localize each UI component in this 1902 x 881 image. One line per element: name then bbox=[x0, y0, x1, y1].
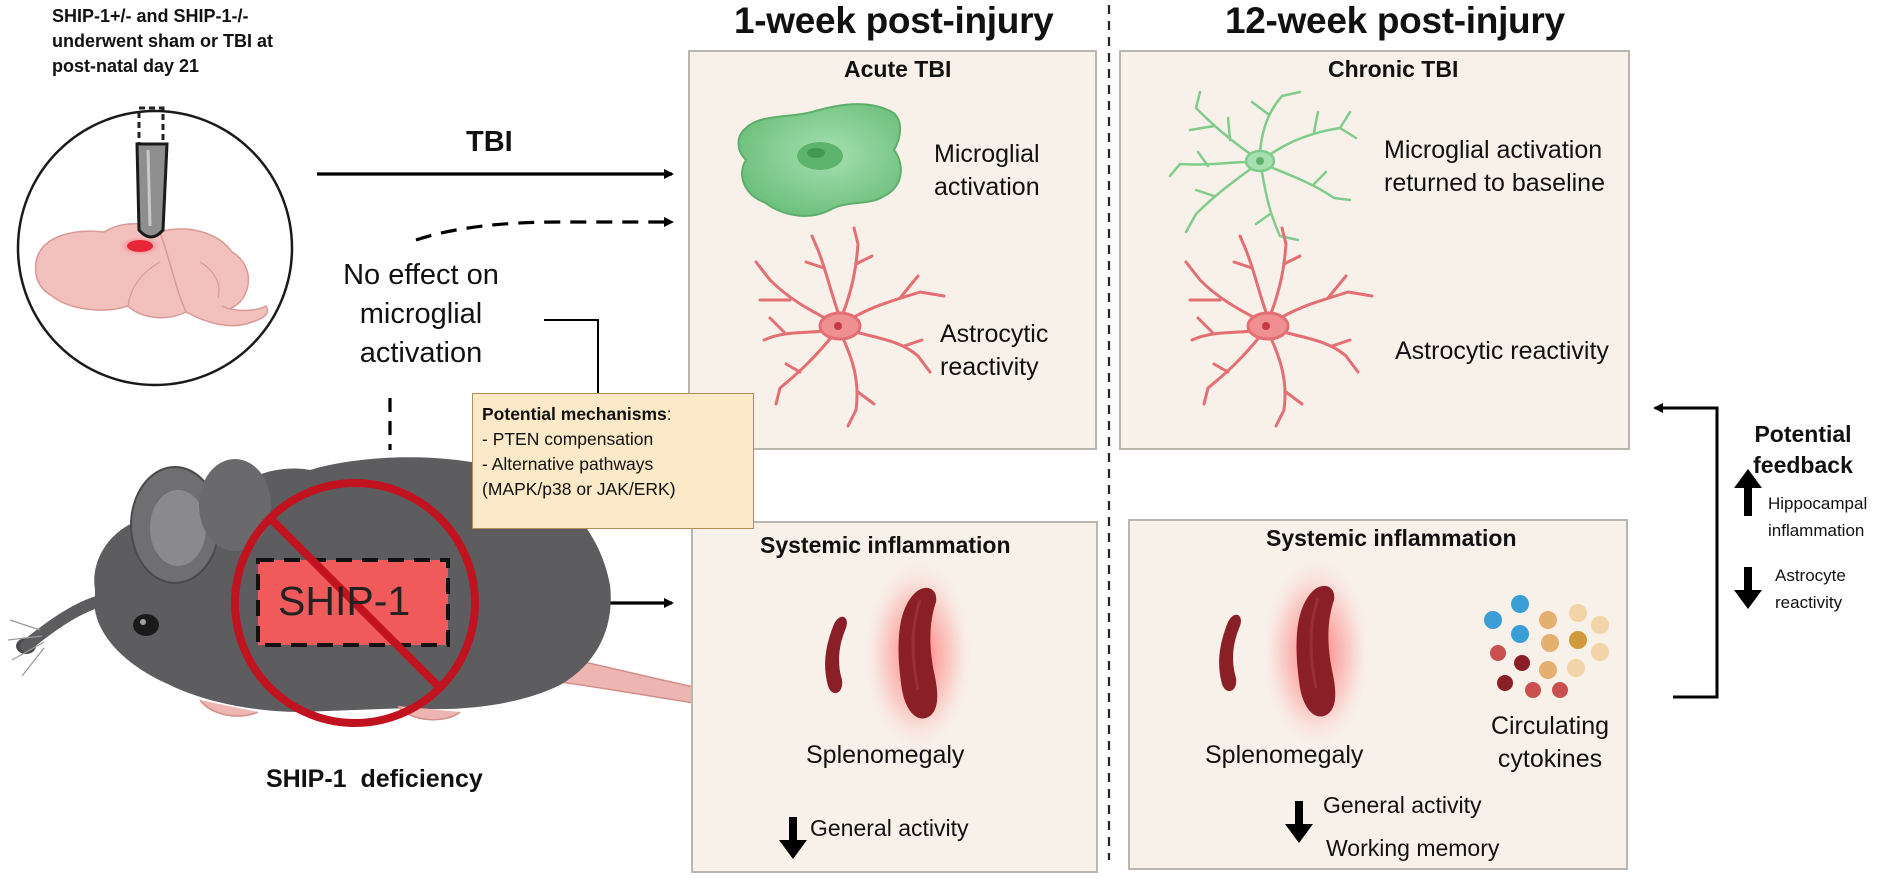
heading-12-week: 12-week post-injury bbox=[1225, 0, 1565, 41]
spleen-illustration-12week bbox=[1219, 551, 1374, 755]
astrocyte-line-1: Astrocyte bbox=[1775, 566, 1846, 585]
acute-tbi-panel bbox=[688, 50, 1097, 450]
chronic-microglia-line-1: Microglial activation bbox=[1384, 136, 1603, 164]
cytokine-illustration bbox=[1484, 595, 1609, 698]
acute-microglia-label: Microglial activation bbox=[934, 138, 1040, 204]
chronic-tbi-title: Chronic TBI bbox=[1328, 56, 1459, 82]
chronic-microglia-line-2: returned to baseline bbox=[1384, 169, 1605, 197]
mechanisms-title: Potential mechanisms bbox=[482, 404, 667, 424]
ship1-badge-label: SHIP-1 bbox=[278, 578, 411, 624]
intro-line-2: underwent sham or TBI at bbox=[52, 31, 274, 51]
chronic-astro-label: Astrocytic reactivity bbox=[1395, 337, 1609, 365]
splenomegaly-label-1week: Splenomegaly bbox=[806, 741, 965, 769]
brain-injury-illustration bbox=[16, 106, 294, 387]
decrease-arrow-12week bbox=[1285, 801, 1313, 843]
decrease-arrow-astrocyte bbox=[1734, 567, 1762, 609]
hippocampal-line-2: inflammation bbox=[1768, 521, 1865, 540]
heading-1-week: 1-week post-injury bbox=[734, 0, 1054, 41]
no-effect-line-3: activation bbox=[359, 337, 483, 369]
splenomegaly-label-12week: Splenomegaly bbox=[1205, 741, 1364, 769]
systemic-title-12week: Systemic inflammation bbox=[1266, 525, 1517, 551]
chronic-microglia-label: Microglial activation returned to baseli… bbox=[1384, 134, 1605, 200]
intro-line-3: post-natal day 21 bbox=[52, 56, 200, 76]
no-effect-line-2: microglial bbox=[359, 298, 483, 330]
mechanisms-box: Potential mechanisms: - PTEN compensatio… bbox=[472, 393, 754, 529]
mechanism-connector bbox=[544, 319, 599, 393]
decrease-arrow-activity-1week bbox=[779, 817, 807, 859]
hippocampal-label: Hippocampal inflammation bbox=[1768, 490, 1867, 544]
chronic-tbi-panel bbox=[1119, 50, 1630, 450]
acute-astro-line-1: Astrocytic bbox=[940, 320, 1049, 348]
deficiency-caption: SHIP-1 deficiency bbox=[266, 765, 483, 793]
astrocyte-line-2: reactivity bbox=[1775, 593, 1843, 612]
mechanism-item-3: (MAPK/p38 or JAK/ERK) bbox=[482, 479, 676, 499]
cytokines-label: Circulating cytokines bbox=[1490, 710, 1610, 776]
acute-tbi-title: Acute TBI bbox=[844, 56, 952, 82]
astrocyte-illustration-chronic bbox=[1184, 226, 1374, 428]
feedback-title-line-2: feedback bbox=[1753, 452, 1853, 478]
feedback-loop-arrow bbox=[1653, 403, 1719, 699]
cytokines-line-2: cytokines bbox=[1497, 745, 1603, 773]
systemic-title-1week: Systemic inflammation bbox=[760, 532, 1011, 558]
general-activity-label-1week: General activity bbox=[810, 815, 969, 841]
acute-microglia-line-2: activation bbox=[934, 173, 1040, 201]
increase-arrow-hippocampal bbox=[1734, 469, 1762, 516]
no-effect-line-1: No effect on bbox=[343, 259, 499, 291]
cytokines-line-1: Circulating bbox=[1490, 712, 1610, 740]
hippocampal-line-1: Hippocampal bbox=[1768, 494, 1868, 513]
no-effect-text: No effect on microglial activation bbox=[336, 256, 506, 373]
spleen-illustration-1week bbox=[825, 553, 976, 757]
mechanism-item-1: - PTEN compensation bbox=[482, 429, 654, 449]
acute-astro-label: Astrocytic reactivity bbox=[940, 318, 1048, 384]
mechanism-item-2: - Alternative pathways bbox=[482, 454, 654, 474]
activated-microglia-illustration bbox=[737, 103, 902, 217]
systemic-panel-12week bbox=[1128, 519, 1628, 870]
general-activity-label-12week: General activity bbox=[1323, 792, 1482, 818]
intro-line-1: SHIP-1+/- and SHIP-1-/- bbox=[52, 6, 249, 26]
acute-astro-line-2: reactivity bbox=[940, 353, 1039, 381]
mechanisms-colon: : bbox=[666, 404, 672, 424]
intro-text: SHIP-1+/- and SHIP-1-/- underwent sham o… bbox=[52, 4, 273, 79]
working-memory-label: Working memory bbox=[1326, 835, 1500, 861]
no-effect-dashed-arrow bbox=[415, 217, 674, 242]
feedback-title-line-1: Potential bbox=[1754, 421, 1852, 447]
feedback-title: Potential feedback bbox=[1742, 419, 1864, 481]
astrocyte-reactivity-label: Astrocyte reactivity bbox=[1775, 562, 1846, 616]
ramified-microglia-illustration bbox=[1168, 90, 1358, 242]
astrocyte-illustration-acute bbox=[754, 226, 946, 428]
tbi-arrow-label: TBI bbox=[466, 126, 513, 158]
acute-microglia-line-1: Microglial bbox=[934, 140, 1040, 168]
